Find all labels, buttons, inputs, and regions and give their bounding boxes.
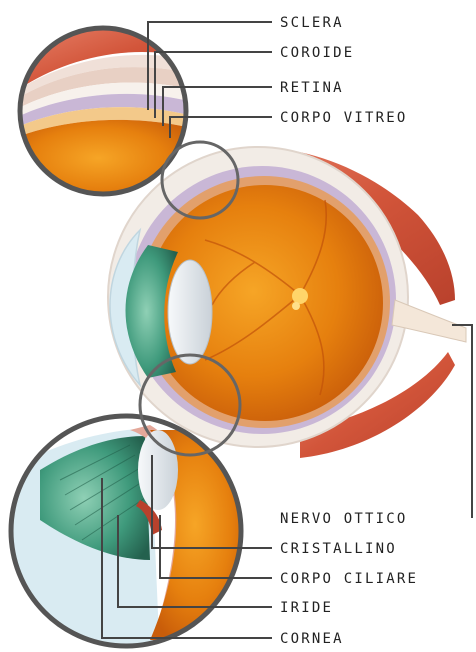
label-corpo-ciliare: CORPO CILIARE (280, 571, 418, 587)
label-cristallino: CRISTALLINO (280, 541, 397, 557)
label-iride: IRIDE (280, 600, 333, 616)
lens-shape (168, 260, 212, 364)
label-cornea: CORNEA (280, 631, 344, 647)
optic-disc (292, 288, 308, 304)
label-nervo-ottico: NERVO OTTICO (280, 511, 408, 527)
label-retina: RETINA (280, 80, 344, 96)
label-corpo-vitreo: CORPO VITREO (280, 110, 408, 126)
eyeball-illustration (108, 147, 466, 458)
label-coroide: COROIDE (280, 45, 354, 61)
label-sclera: SCLERA (280, 15, 344, 31)
leader-nervo-ottico (452, 325, 472, 518)
